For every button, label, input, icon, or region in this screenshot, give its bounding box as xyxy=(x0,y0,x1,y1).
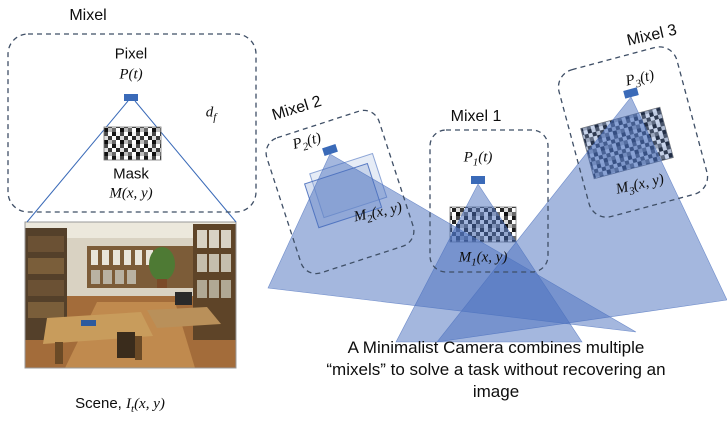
caption-line: A Minimalist Camera combines multiple xyxy=(347,338,645,357)
scene-image xyxy=(24,221,237,369)
scene-desks xyxy=(43,292,221,364)
pixel-label: Pixel xyxy=(114,45,148,63)
caption-line: “mixels” to solve a task without recover… xyxy=(326,360,666,379)
figure-caption: A Minimalist Camera combines multiple “m… xyxy=(296,337,696,403)
mixel3-outline xyxy=(557,46,709,218)
left-mixel-outline xyxy=(7,33,257,213)
caption-line: image xyxy=(472,382,520,401)
mixel1-pixel-symbol: P1(t) xyxy=(463,149,493,169)
left-mask-image xyxy=(103,126,162,161)
mixel2-outline xyxy=(265,109,415,275)
focal-distance-symbol: df xyxy=(205,104,217,124)
scene-ceiling xyxy=(25,222,236,238)
mask-label: Mask xyxy=(113,165,149,183)
mixel1-pixel-square xyxy=(471,176,485,184)
mixel1-mask-symbol: M1(x, y) xyxy=(458,249,508,269)
left-pixel-square xyxy=(124,94,138,101)
scene-plant xyxy=(149,247,175,281)
projection-line-left xyxy=(26,100,129,223)
left-pixel-symbol: P(t) xyxy=(119,66,143,83)
mixel1-title: Mixel 1 xyxy=(450,108,502,125)
projection-line-right xyxy=(134,100,237,223)
scene-label: Scene, It(x, y) xyxy=(75,395,165,415)
left-mask-symbol: M(x, y) xyxy=(109,185,153,202)
left-mixel-title: Mixel xyxy=(69,7,107,24)
mixel2-pixel-square xyxy=(322,144,338,156)
mixel3-pixel-square xyxy=(623,87,639,99)
scene-left-bookshelf xyxy=(25,228,67,340)
mixel1-outline xyxy=(429,129,549,273)
